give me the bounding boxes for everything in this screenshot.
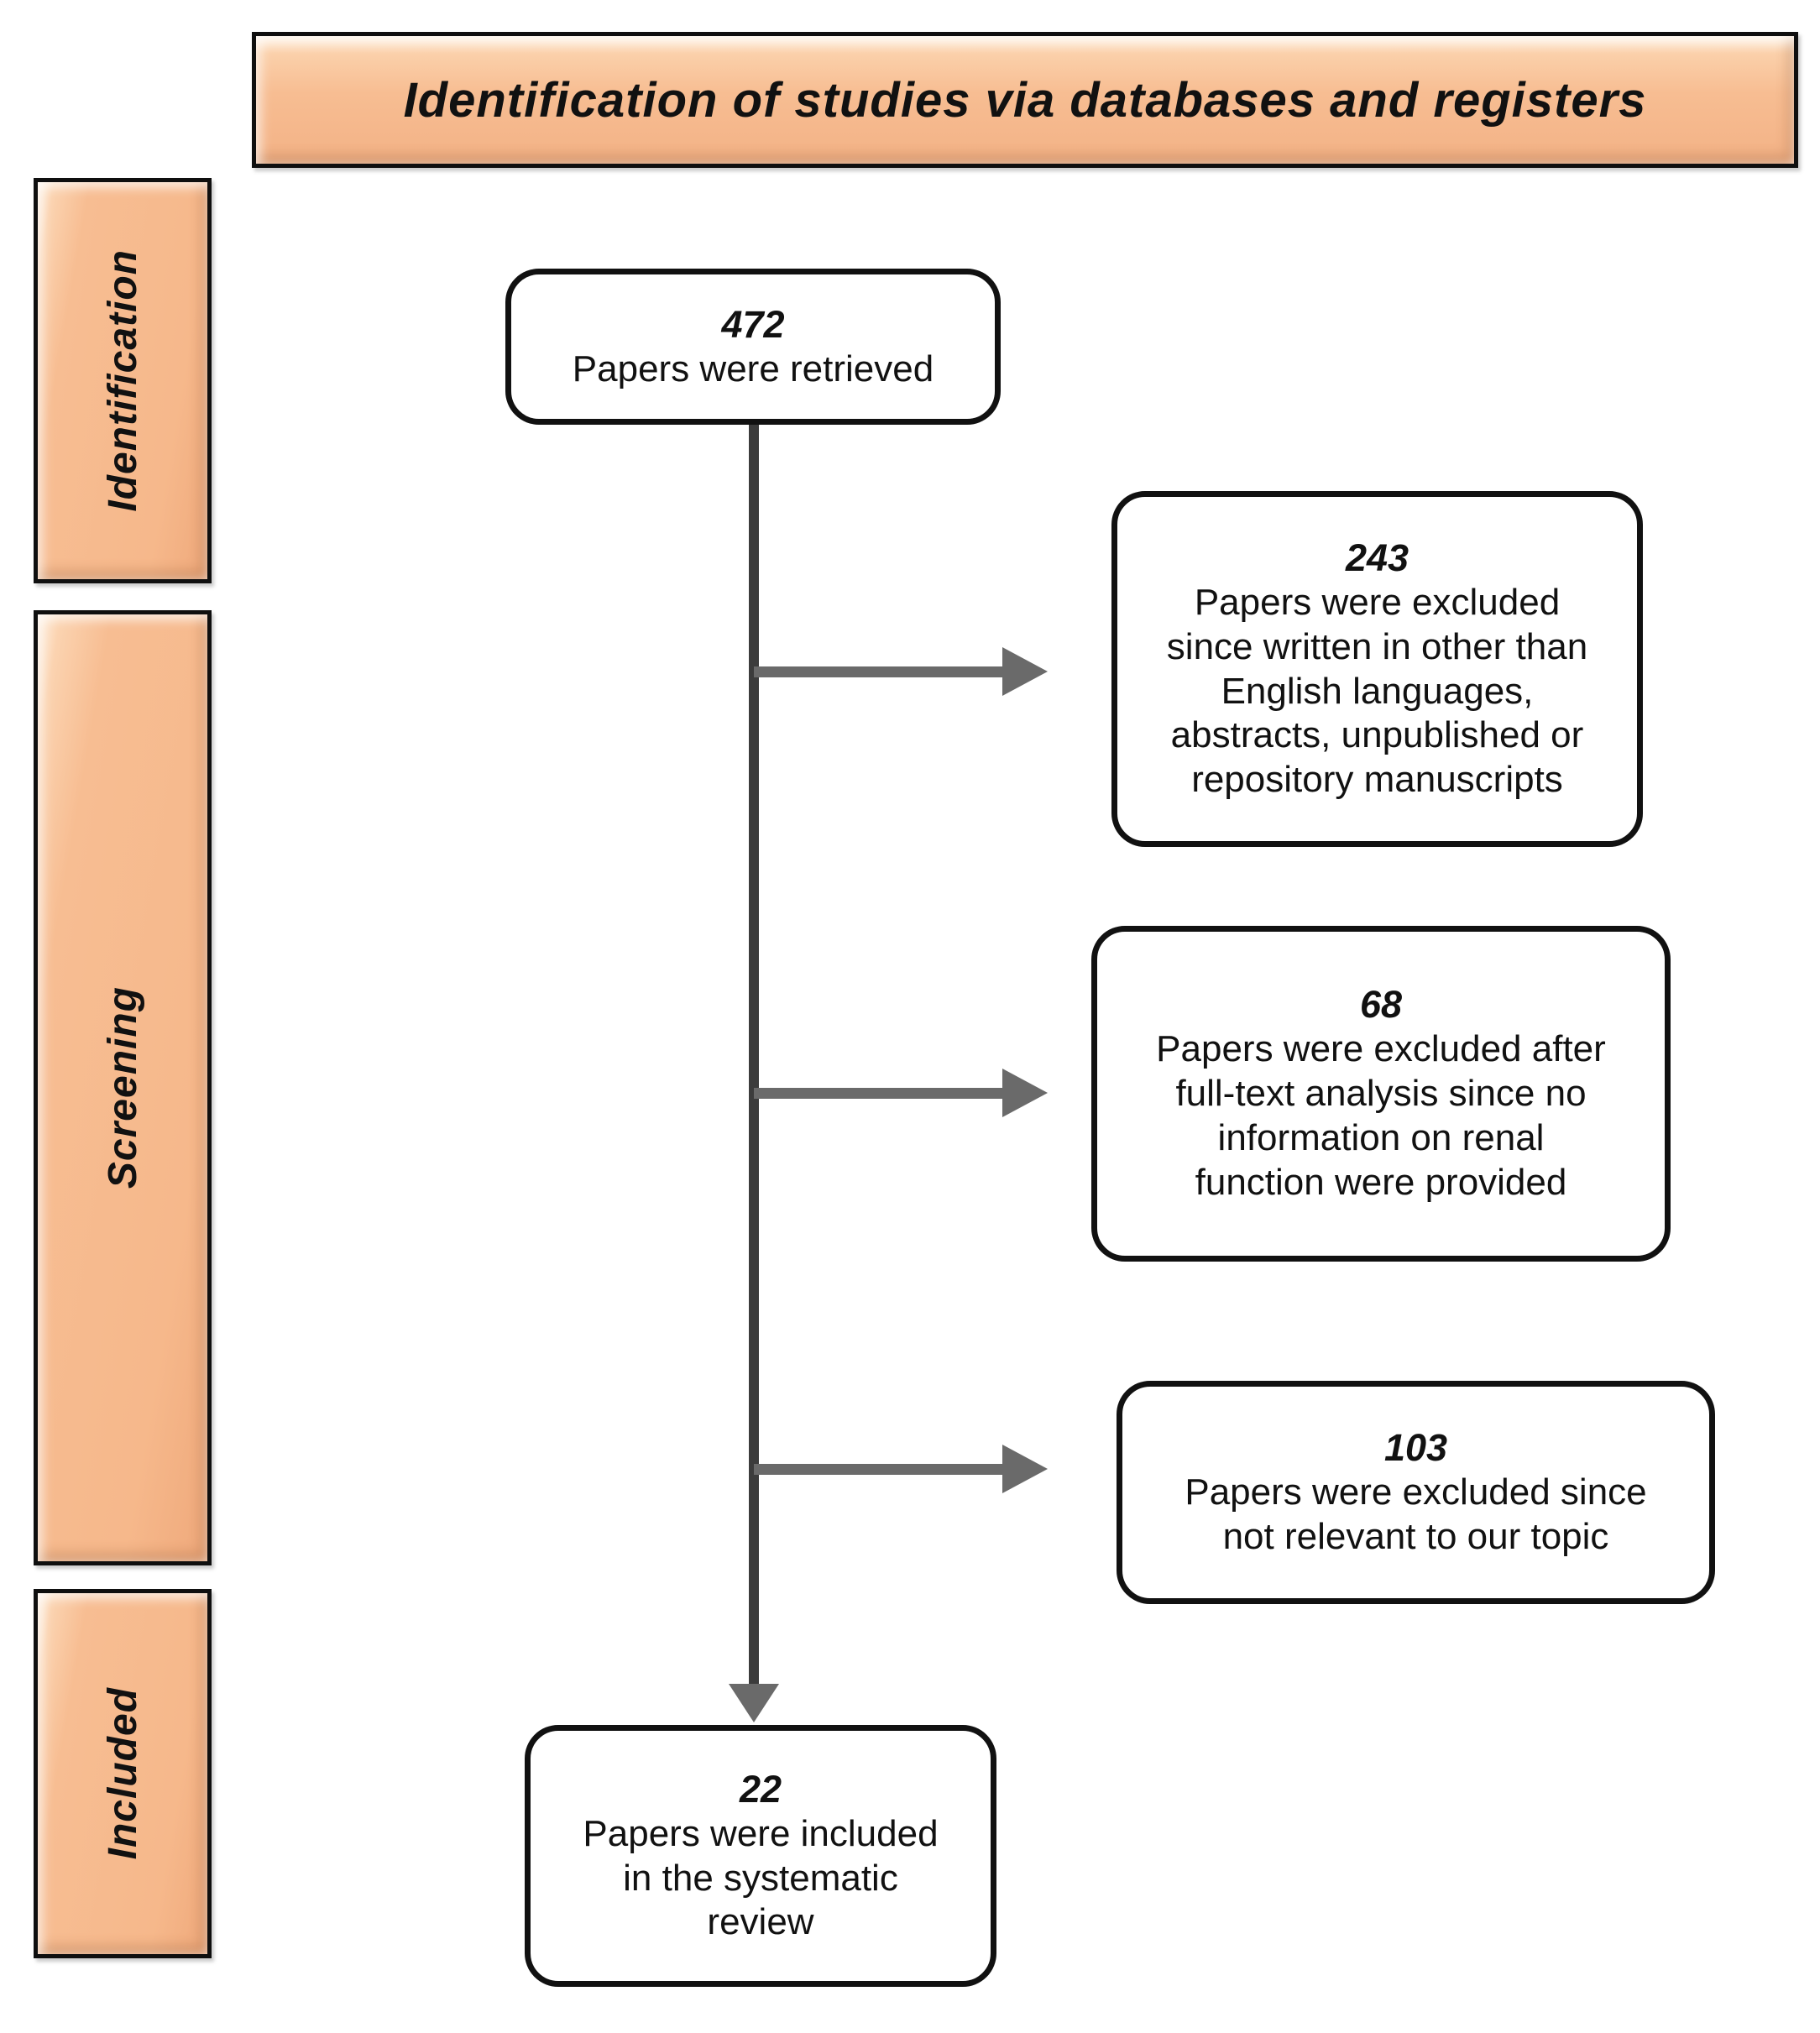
- arrow-down-icon: [729, 1684, 779, 1722]
- stage-identification-label: Identification: [100, 249, 145, 512]
- arrow-right-icon: [1002, 1445, 1048, 1493]
- excluded-fulltext-label: Papers were excluded after full-text ana…: [1156, 1028, 1606, 1203]
- excluded-relevance-count: 103: [1383, 1426, 1448, 1470]
- diagram-title: Identification of studies via databases …: [403, 72, 1647, 128]
- node-excluded-fulltext: 68 Papers were excluded after full-text …: [1091, 926, 1671, 1262]
- title-banner: Identification of studies via databases …: [252, 32, 1798, 168]
- branch-line-excluded-fulltext: [754, 1088, 1002, 1099]
- node-papers-included: 22 Papers were included in the systemati…: [525, 1725, 996, 1987]
- included-label: Papers were included in the systematic r…: [583, 1812, 939, 1943]
- retrieved-label: Papers were retrieved: [572, 348, 934, 389]
- excluded-language-count: 243: [1345, 536, 1409, 579]
- node-papers-retrieved: 472 Papers were retrieved: [505, 269, 1001, 425]
- node-excluded-relevance: 103 Papers were excluded since not relev…: [1117, 1381, 1715, 1604]
- stage-included: Included: [34, 1589, 212, 1958]
- node-excluded-language: 243 Papers were excluded since written i…: [1111, 491, 1643, 847]
- stage-identification: Identification: [34, 178, 212, 583]
- stage-included-label: Included: [100, 1687, 145, 1860]
- stage-screening: Screening: [34, 610, 212, 1565]
- retrieved-count: 472: [721, 302, 785, 346]
- arrow-right-icon: [1002, 647, 1048, 696]
- arrow-right-icon: [1002, 1069, 1048, 1117]
- excluded-relevance-label: Papers were excluded since not relevant …: [1185, 1471, 1647, 1557]
- excluded-language-label: Papers were excluded since written in ot…: [1166, 582, 1588, 801]
- excluded-fulltext-count: 68: [1359, 983, 1403, 1027]
- branch-line-excluded-language: [754, 666, 1002, 677]
- stage-screening-label: Screening: [100, 986, 145, 1189]
- branch-line-excluded-relevance: [754, 1464, 1002, 1475]
- included-count: 22: [739, 1767, 782, 1811]
- main-flow-line: [749, 422, 759, 1685]
